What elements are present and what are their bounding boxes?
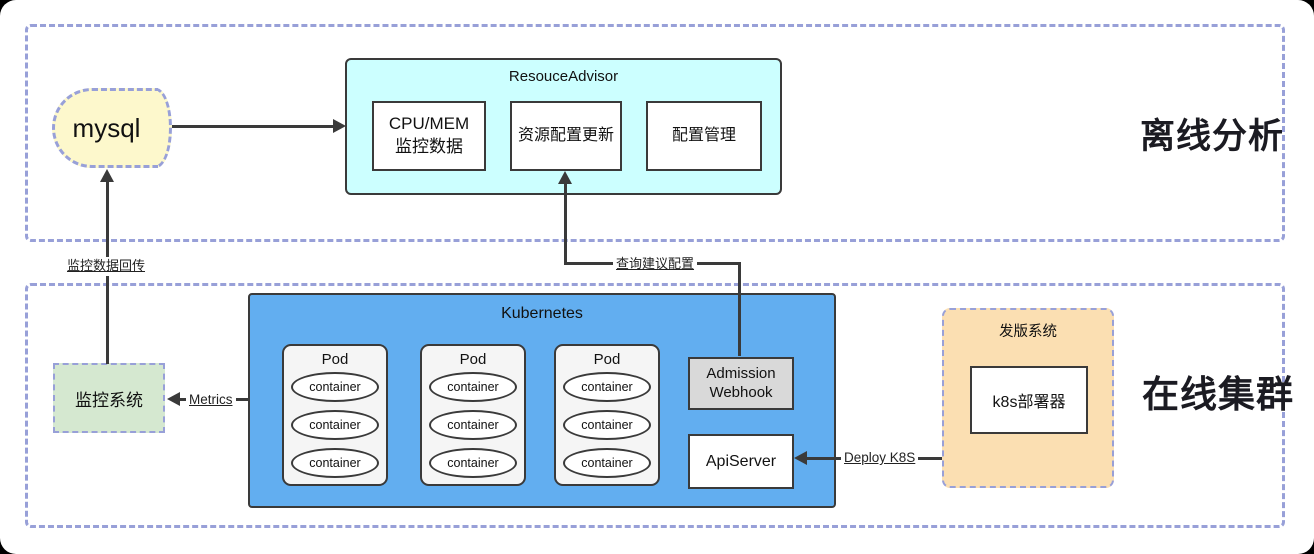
edge-label-deploy-k8s: Deploy K8S (841, 448, 919, 468)
config-management-box: 配置管理 (646, 101, 762, 171)
release-system-title: 发版系统 (999, 324, 1057, 340)
edge-mysql-to-advisor (172, 125, 336, 128)
container-ellipse: container (429, 410, 517, 440)
online-section-label: 在线集群 (1142, 374, 1294, 415)
resource-config-update-label: 资源配置更新 (517, 127, 614, 145)
admission-webhook-label: Admission Webhook (706, 365, 775, 403)
edge-label-query-config: 查询建议配置 (613, 255, 698, 274)
arrowhead-into-mysql (100, 169, 114, 182)
online-section-frame (25, 283, 1285, 528)
release-system-box: 发版系统 k8s部署器 (942, 308, 1114, 488)
cpu-mem-monitor-data-label: CPU/MEM 监控数据 (389, 113, 469, 159)
edge-label-monitor-return: 监控数据回传 (64, 257, 149, 276)
container-ellipse: container (429, 372, 517, 402)
container-ellipse: container (563, 410, 651, 440)
resource-advisor-title: ResouceAdvisor (508, 68, 619, 85)
container-ellipse: container (563, 448, 651, 478)
api-server-box: ApiServer (688, 434, 794, 489)
config-management-label: 配置管理 (671, 127, 736, 145)
pod-box-1: Pod container container container (282, 344, 388, 486)
offline-section-label: 离线分析 (1140, 117, 1285, 156)
edge-query-config-vertical-right (738, 262, 741, 356)
arrowhead-into-advisor (333, 119, 346, 133)
admission-webhook-box: Admission Webhook (688, 357, 794, 410)
pod-box-3: Pod container container container (554, 344, 660, 486)
k8s-deployer-box: k8s部署器 (970, 366, 1088, 434)
arrowhead-into-apiserver (794, 451, 807, 465)
api-server-label: ApiServer (705, 452, 777, 470)
cpu-mem-line: CPU/MEM (388, 114, 470, 134)
resource-advisor-box: ResouceAdvisor CPU/MEM 监控数据 资源配置更新 配置管理 (345, 58, 782, 195)
container-ellipse: container (429, 448, 517, 478)
container-ellipse: container (291, 448, 379, 478)
monitor-system-box: 监控系统 (53, 363, 165, 433)
kubernetes-box: Kubernetes Pod container container conta… (248, 293, 836, 508)
k8s-deployer-label: k8s部署器 (992, 394, 1066, 411)
container-ellipse: container (291, 372, 379, 402)
container-ellipse: container (291, 410, 379, 440)
resource-config-update-box: 资源配置更新 (510, 101, 622, 171)
offline-section-frame (25, 24, 1285, 242)
kubernetes-title: Kubernetes (501, 305, 583, 322)
mysql-database: mysql (52, 88, 158, 168)
pod-title: Pod (459, 351, 487, 368)
webhook-line: Webhook (709, 383, 773, 401)
arrowhead-into-monitor (167, 392, 180, 406)
monitor-data-line: 监控数据 (395, 137, 463, 156)
pod-title: Pod (321, 351, 349, 368)
container-ellipse: container (563, 372, 651, 402)
edge-label-metrics: Metrics (186, 390, 236, 410)
admission-line: Admission (706, 364, 776, 382)
pod-title: Pod (593, 351, 621, 368)
monitor-system-label: 监控系统 (75, 390, 143, 410)
mysql-label: mysql (72, 112, 141, 143)
arrowhead-into-config-update (558, 171, 572, 184)
pod-box-2: Pod container container container (420, 344, 526, 486)
edge-query-config-vertical-left (564, 182, 567, 264)
cpu-mem-monitor-data-box: CPU/MEM 监控数据 (372, 101, 486, 171)
